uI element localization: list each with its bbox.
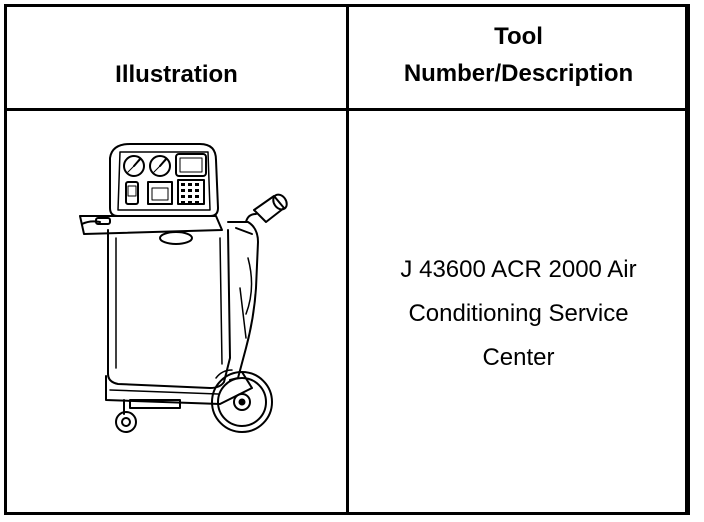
tool-description-line3: Center [482, 344, 555, 371]
tool-description-line2: Conditioning Service [408, 300, 629, 327]
header-tool-line2: Number/Description [403, 60, 634, 87]
tool-description-line1: J 43600 ACR 2000 Air [400, 256, 637, 283]
tool-description: J 43600 ACR 2000 Air Conditioning Servic… [349, 248, 688, 380]
header-tool: Tool Number/Description [349, 18, 688, 92]
header-divider [4, 108, 688, 111]
column-divider [346, 4, 349, 515]
ac-service-center-illustration [79, 143, 288, 433]
header-tool-line1: Tool [494, 23, 543, 50]
right-edge [688, 4, 690, 515]
header-illustration: Illustration [115, 61, 238, 88]
